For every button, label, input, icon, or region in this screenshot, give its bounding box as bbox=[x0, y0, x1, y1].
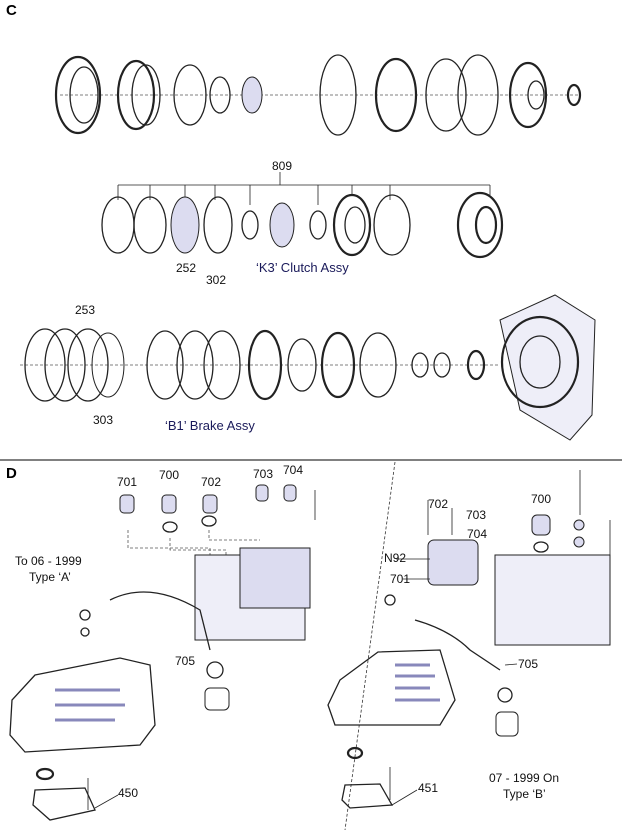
callout-a-703: 703 bbox=[253, 467, 273, 481]
type-a-parts bbox=[9, 484, 316, 821]
b1-brake-assy-label: ‘B1’ Brake Assy bbox=[165, 418, 255, 433]
row1-parts bbox=[54, 54, 582, 136]
type-b-date: 07 - 1999 On bbox=[489, 771, 559, 785]
callout-a-704: 704 bbox=[283, 463, 303, 477]
callout-b-703: 703 bbox=[466, 508, 486, 522]
callout-a-705: 705 bbox=[175, 654, 195, 668]
k3-clutch-assy-parts bbox=[101, 172, 504, 259]
callout-b-700: 700 bbox=[531, 492, 551, 506]
type-b-label: Type ‘B’ bbox=[503, 787, 546, 801]
type-a-label: Type ‘A’ bbox=[29, 570, 71, 584]
callout-b-705: 705 bbox=[518, 657, 538, 671]
callout-809: 809 bbox=[272, 159, 292, 173]
callout-253: 253 bbox=[75, 303, 95, 317]
callout-252: 252 bbox=[176, 261, 196, 275]
b1-brake-assy-parts bbox=[20, 294, 596, 441]
type-a-date: To 06 - 1999 bbox=[15, 554, 82, 568]
section-c-letter: C bbox=[6, 2, 17, 19]
callout-b-704: 704 bbox=[467, 527, 487, 541]
type-divider bbox=[344, 461, 396, 830]
section-d-letter: D bbox=[6, 465, 17, 482]
callout-a-700: 700 bbox=[159, 468, 179, 482]
k3-clutch-assy-label: ‘K3’ Clutch Assy bbox=[256, 260, 349, 275]
callout-302: 302 bbox=[206, 273, 226, 287]
callout-b-n92: N92 bbox=[384, 551, 406, 565]
type-b-parts bbox=[327, 470, 611, 809]
callout-b-451: 451 bbox=[418, 781, 438, 795]
callout-a-701: 701 bbox=[117, 475, 137, 489]
callout-a-702: 702 bbox=[201, 475, 221, 489]
callout-b-702: 702 bbox=[428, 497, 448, 511]
callout-303: 303 bbox=[93, 413, 113, 427]
callout-b-701: 701 bbox=[390, 572, 410, 586]
callout-a-450: 450 bbox=[118, 786, 138, 800]
